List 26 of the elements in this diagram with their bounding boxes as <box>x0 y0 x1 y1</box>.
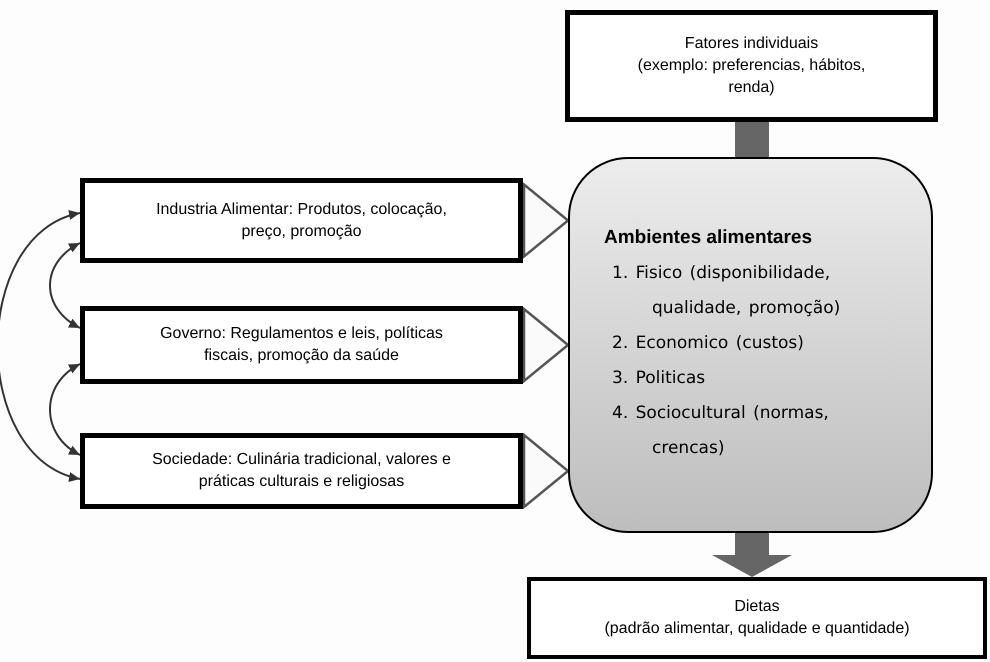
box-text: (padrão alimentar, qualidade e quantidade) <box>604 619 910 639</box>
factor-box <box>565 10 938 122</box>
block-arrow <box>735 122 769 157</box>
environment-list-item: 3. Politicas <box>612 367 706 390</box>
curved-double-arrow <box>0 212 80 480</box>
factor-box <box>80 433 523 509</box>
environment-list-item: 2. Economico (custos) <box>612 332 805 356</box>
hollow-arrow <box>522 308 570 382</box>
curved-double-arrow <box>49 363 81 456</box>
box-text: (exemplo: preferencias, hábitos, renda) <box>636 56 866 98</box>
factor-box <box>80 306 523 384</box>
environment-list-item: 4. Sociocultural (normas, crencas) <box>612 402 830 460</box>
factor-box <box>80 178 523 263</box>
hollow-arrow <box>522 183 570 258</box>
box-text: Governo: Regulamentos e leis, políticas fiscais, promoção da saúde <box>159 324 444 366</box>
box-text: Sociedade: Culinária tradicional, valores e práticas culturais e religiosas <box>151 450 452 492</box>
box-text: Industria Alimentar: Produtos, colocação, preço, promoção <box>155 200 448 242</box>
hollow-arrow <box>522 434 570 508</box>
box-text: Fatores individuais <box>684 34 818 54</box>
curved-double-arrow <box>49 242 81 329</box>
environment-heading: Ambientes alimentares <box>604 226 814 250</box>
box-text: Dietas <box>734 597 780 617</box>
outcome-box <box>527 577 987 659</box>
environment-list-item: 1. Fisico (disponibilidade, qualidade, promoção) <box>612 262 842 320</box>
environment-box <box>568 157 933 533</box>
block-arrow <box>712 533 792 577</box>
